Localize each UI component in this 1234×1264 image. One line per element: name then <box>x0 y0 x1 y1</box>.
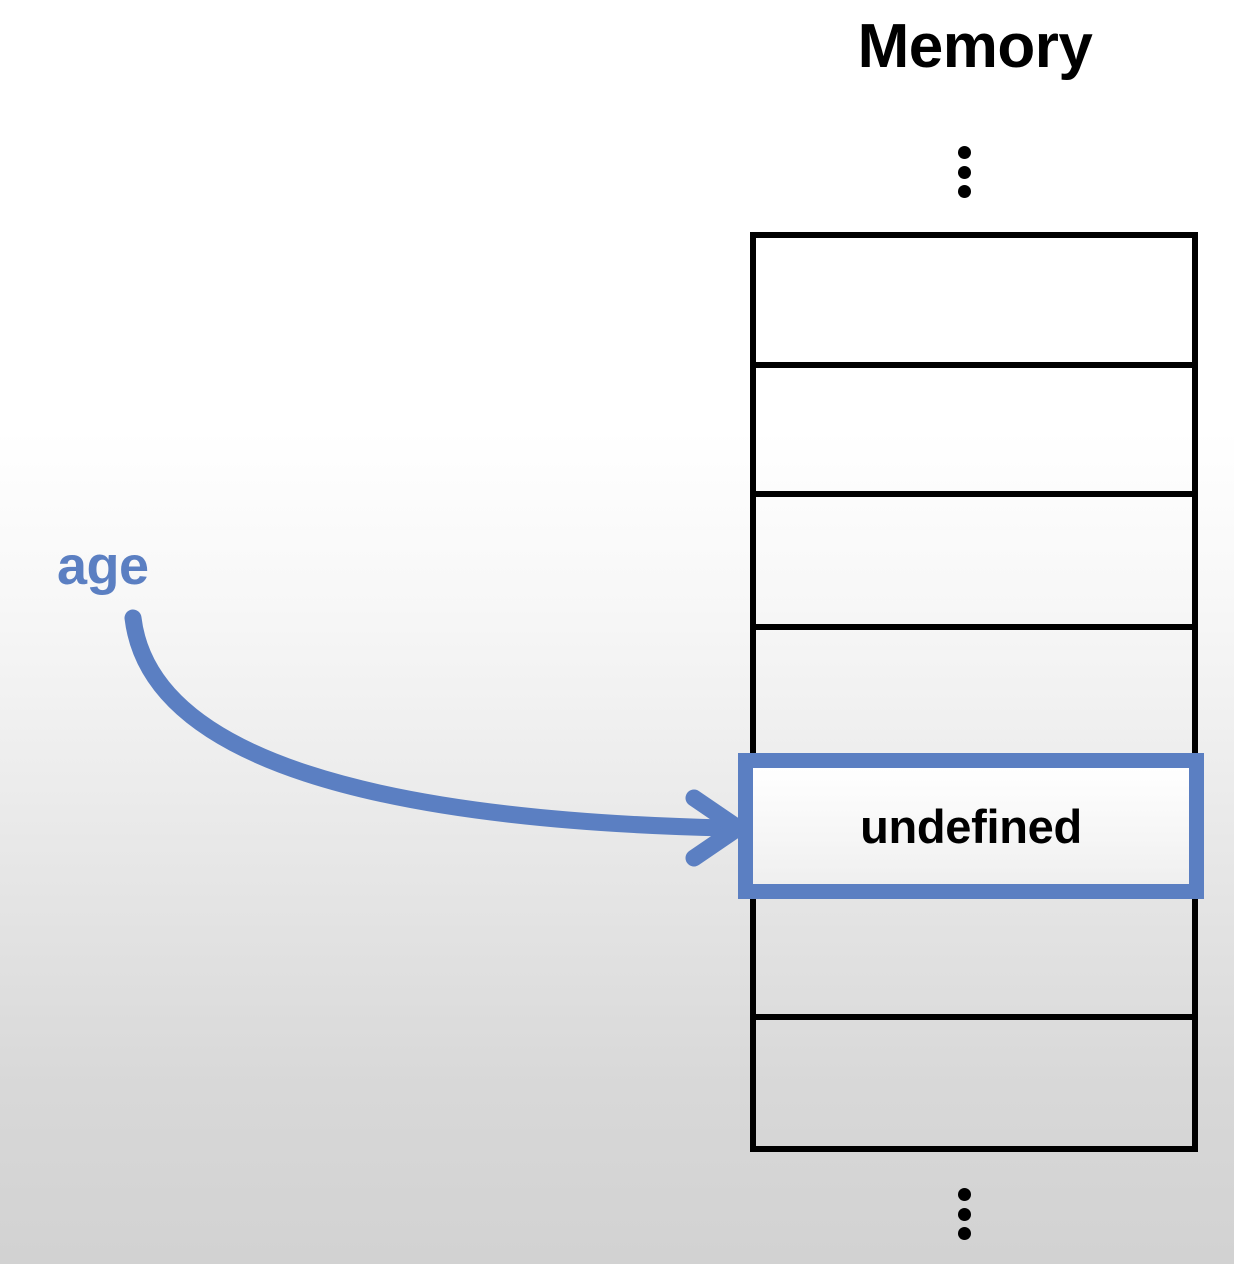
memory-cell-5[interactable] <box>756 900 1192 1020</box>
highlighted-memory-cell[interactable]: undefined <box>738 753 1204 899</box>
vertical-ellipsis-bottom-icon <box>958 1188 971 1240</box>
memory-cell-value-undefined: undefined <box>860 799 1082 853</box>
ellipsis-dot <box>958 1227 971 1240</box>
arrow-head <box>685 789 747 867</box>
memory-cell-2[interactable] <box>756 497 1192 631</box>
variable-label-age: age <box>57 536 149 596</box>
memory-cell-3[interactable] <box>756 630 1192 755</box>
memory-column <box>750 232 1198 1152</box>
arrow-curve <box>124 609 734 837</box>
ellipsis-dot <box>958 146 971 159</box>
ellipsis-dot <box>958 1188 971 1201</box>
vertical-ellipsis-top-icon <box>958 146 971 198</box>
ellipsis-dot <box>958 1207 971 1221</box>
ellipsis-dot <box>958 185 971 198</box>
memory-cell-0[interactable] <box>756 238 1192 369</box>
memory-cell-6[interactable] <box>756 1020 1192 1146</box>
memory-cell-1[interactable] <box>756 368 1192 498</box>
page-title: Memory <box>857 12 1093 81</box>
ellipsis-dot <box>958 165 971 179</box>
